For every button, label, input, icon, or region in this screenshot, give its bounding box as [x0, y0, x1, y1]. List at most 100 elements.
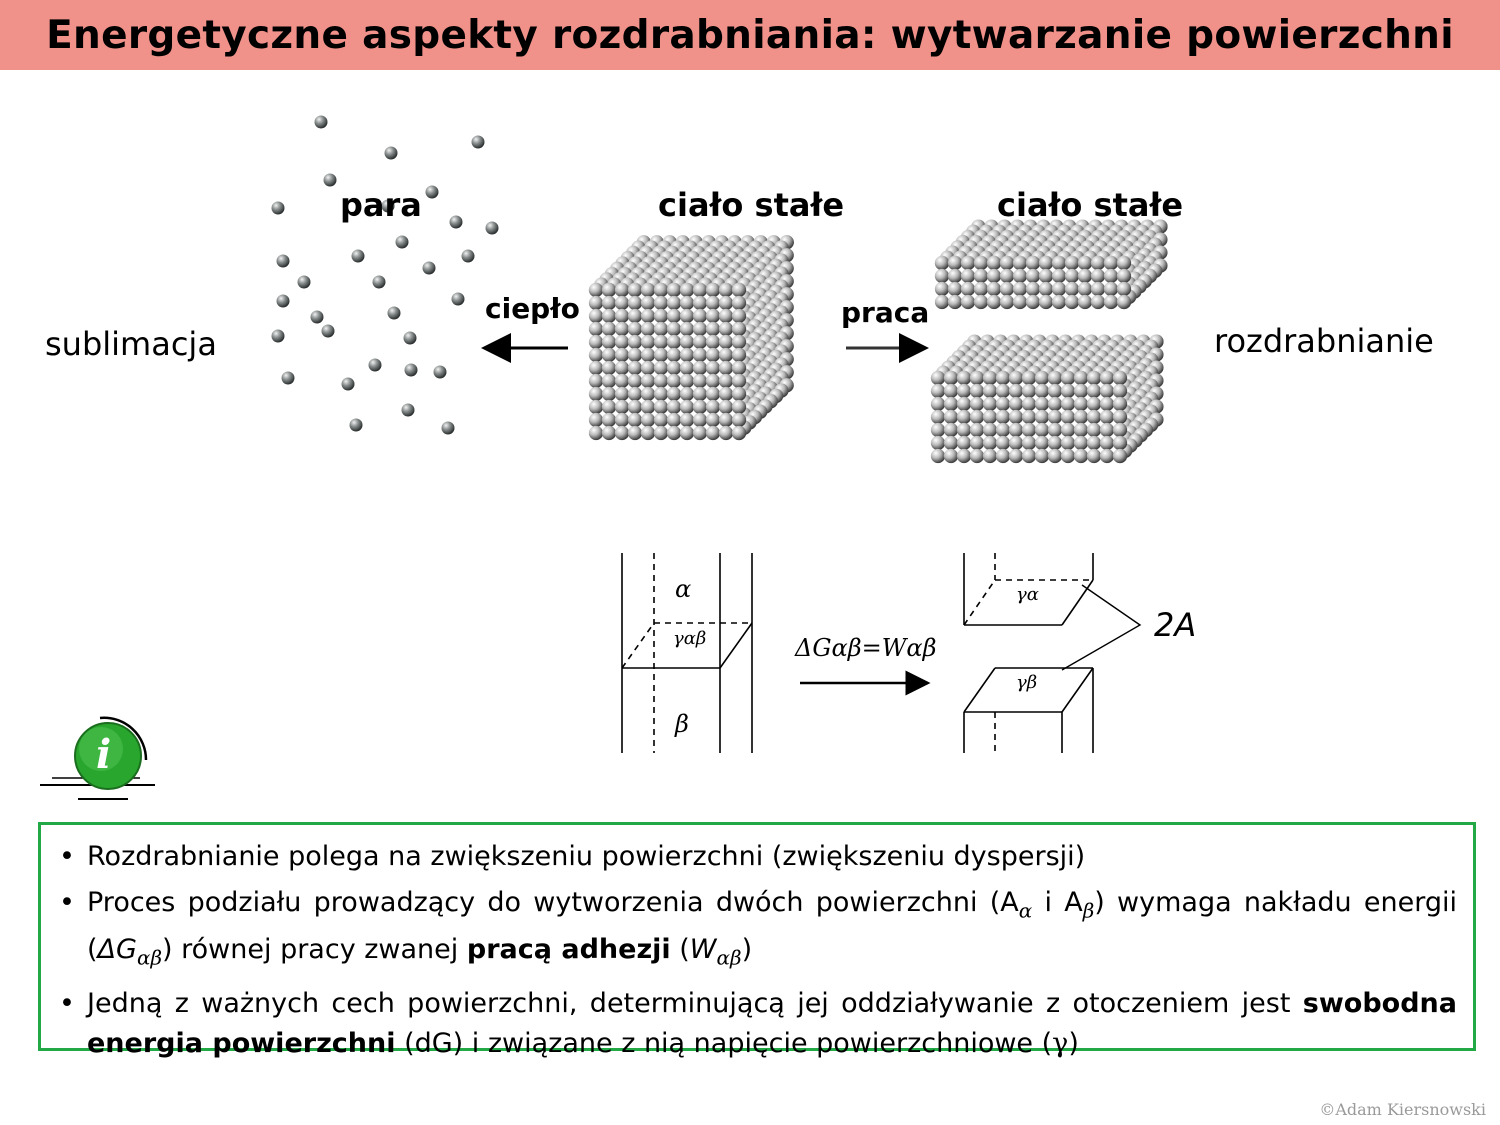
sphere	[1086, 370, 1102, 386]
sphere	[653, 386, 669, 402]
sphere	[1090, 281, 1106, 297]
info-text-2a: Proces podziału prowadzący do wytworzeni…	[87, 887, 1019, 918]
sphere	[1012, 268, 1028, 284]
sphere	[1034, 422, 1050, 438]
sphere	[627, 282, 643, 298]
sphere	[381, 199, 395, 213]
sphere	[627, 373, 643, 389]
sub-ab: αβ	[136, 945, 163, 970]
sphere	[640, 386, 656, 402]
sphere	[934, 294, 950, 310]
sphere	[1112, 383, 1128, 399]
sphere	[718, 373, 734, 389]
sphere	[1021, 448, 1037, 464]
sphere	[956, 409, 972, 425]
sphere	[1025, 255, 1041, 271]
sphere	[1060, 383, 1076, 399]
w-symbol: W	[689, 934, 717, 966]
info-icon-letter: i	[96, 731, 112, 778]
sphere	[999, 268, 1015, 284]
sphere	[943, 396, 959, 412]
sphere	[1103, 294, 1119, 310]
sphere	[1112, 396, 1128, 412]
sphere	[1112, 435, 1128, 451]
sphere	[943, 422, 959, 438]
sphere	[1073, 409, 1089, 425]
bullet-mark: •	[59, 841, 75, 872]
sphere	[1077, 268, 1093, 284]
sphere	[422, 261, 436, 275]
sphere	[731, 373, 747, 389]
sphere	[601, 386, 617, 402]
sphere	[1051, 281, 1067, 297]
sphere	[614, 399, 630, 415]
sphere	[403, 331, 417, 345]
sphere	[1073, 422, 1089, 438]
sphere	[1047, 370, 1063, 386]
sphere	[588, 373, 604, 389]
info-text-1: Rozdrabnianie polega na zwiększeniu powi…	[87, 841, 1086, 872]
bullet-mark: •	[59, 887, 75, 918]
sphere	[679, 334, 695, 350]
sphere	[679, 282, 695, 298]
sphere	[666, 334, 682, 350]
sphere	[692, 282, 708, 298]
sphere	[653, 373, 669, 389]
sphere	[433, 365, 447, 379]
sphere	[718, 334, 734, 350]
surface-energy-term: swobodna energia powierzchni	[87, 987, 1457, 1059]
sphere	[692, 412, 708, 428]
sphere	[718, 308, 734, 324]
sphere	[640, 321, 656, 337]
delta-g: ΔG	[97, 934, 137, 966]
sphere	[1038, 281, 1054, 297]
sphere	[666, 360, 682, 376]
sphere	[718, 282, 734, 298]
sphere	[692, 295, 708, 311]
sphere	[461, 249, 475, 263]
sphere	[705, 425, 721, 441]
sphere	[930, 448, 946, 464]
sphere	[614, 308, 630, 324]
sphere	[999, 294, 1015, 310]
sphere	[692, 386, 708, 402]
sphere	[1038, 255, 1054, 271]
sphere	[666, 308, 682, 324]
sphere	[995, 370, 1011, 386]
sphere	[956, 370, 972, 386]
sphere	[471, 135, 485, 149]
beta-phase-label: β	[675, 710, 689, 738]
sphere	[653, 295, 669, 311]
sphere	[627, 425, 643, 441]
sphere	[614, 347, 630, 363]
sphere	[1099, 409, 1115, 425]
sphere	[1034, 396, 1050, 412]
sphere	[1051, 255, 1067, 271]
info-text-3b: (dG) i związane z nią napięcie powierzch…	[395, 1027, 1053, 1059]
sphere	[1051, 268, 1067, 284]
sphere	[1008, 435, 1024, 451]
gamma-a-label: γα	[1016, 584, 1039, 605]
sphere	[1090, 268, 1106, 284]
sphere	[653, 321, 669, 337]
sphere	[1086, 409, 1102, 425]
sphere	[588, 282, 604, 298]
sphere	[588, 295, 604, 311]
alpha-phase-label: α	[675, 575, 692, 603]
sphere	[705, 412, 721, 428]
sphere	[1060, 448, 1076, 464]
sphere	[1021, 422, 1037, 438]
sphere	[943, 409, 959, 425]
sphere	[271, 201, 285, 215]
sphere	[1073, 448, 1089, 464]
sphere	[640, 360, 656, 376]
sphere	[404, 363, 418, 377]
sphere	[995, 422, 1011, 438]
sphere	[731, 425, 747, 441]
sphere	[930, 383, 946, 399]
sphere	[387, 306, 401, 320]
interface-schematic	[621, 553, 753, 753]
sphere	[627, 386, 643, 402]
sphere	[692, 347, 708, 363]
sphere	[943, 448, 959, 464]
